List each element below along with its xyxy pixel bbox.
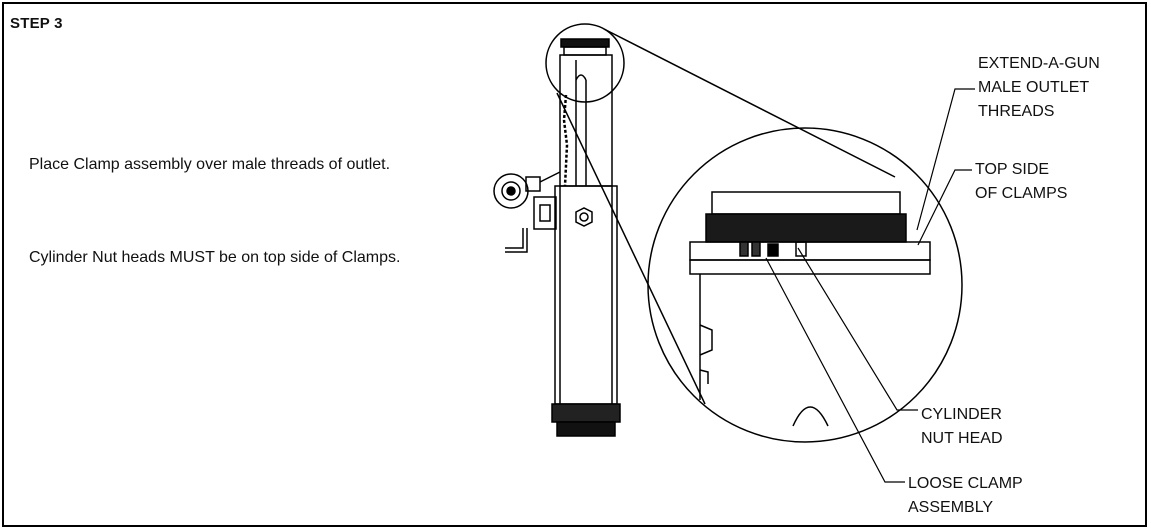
callout-line: MALE OUTLET	[978, 79, 1090, 96]
leader-lines	[765, 88, 975, 483]
callout-line: TOP SIDE	[975, 161, 1050, 178]
instruction-place-clamp: Place Clamp assembly over male threads o…	[29, 156, 391, 173]
detail-circle	[647, 127, 963, 443]
callout-line: EXTEND-A-GUN	[978, 55, 1100, 72]
step-title: STEP 3	[10, 15, 63, 32]
callout-loose-clamp: LOOSE CLAMP ASSEMBLY	[908, 472, 1023, 520]
callout-line: THREADS	[978, 103, 1055, 120]
instruction-nut-heads: Cylinder Nut heads MUST be on top side o…	[29, 249, 401, 266]
callout-line: NUT HEAD	[921, 430, 1003, 447]
detail-view	[689, 191, 931, 427]
callout-line: CYLINDER	[921, 406, 1002, 423]
magnify-origin-circle	[545, 23, 625, 103]
callout-cylinder-nut: CYLINDER NUT HEAD	[921, 403, 1003, 451]
callout-outlet-threads: EXTEND-A-GUN MALE OUTLET THREADS	[978, 52, 1100, 124]
callout-line: ASSEMBLY	[908, 499, 994, 516]
callout-line: OF CLAMPS	[975, 185, 1068, 202]
callout-top-side: TOP SIDE OF CLAMPS	[975, 158, 1067, 206]
callout-line: LOOSE CLAMP	[908, 475, 1023, 492]
extend-a-gun-assembly	[493, 38, 621, 437]
